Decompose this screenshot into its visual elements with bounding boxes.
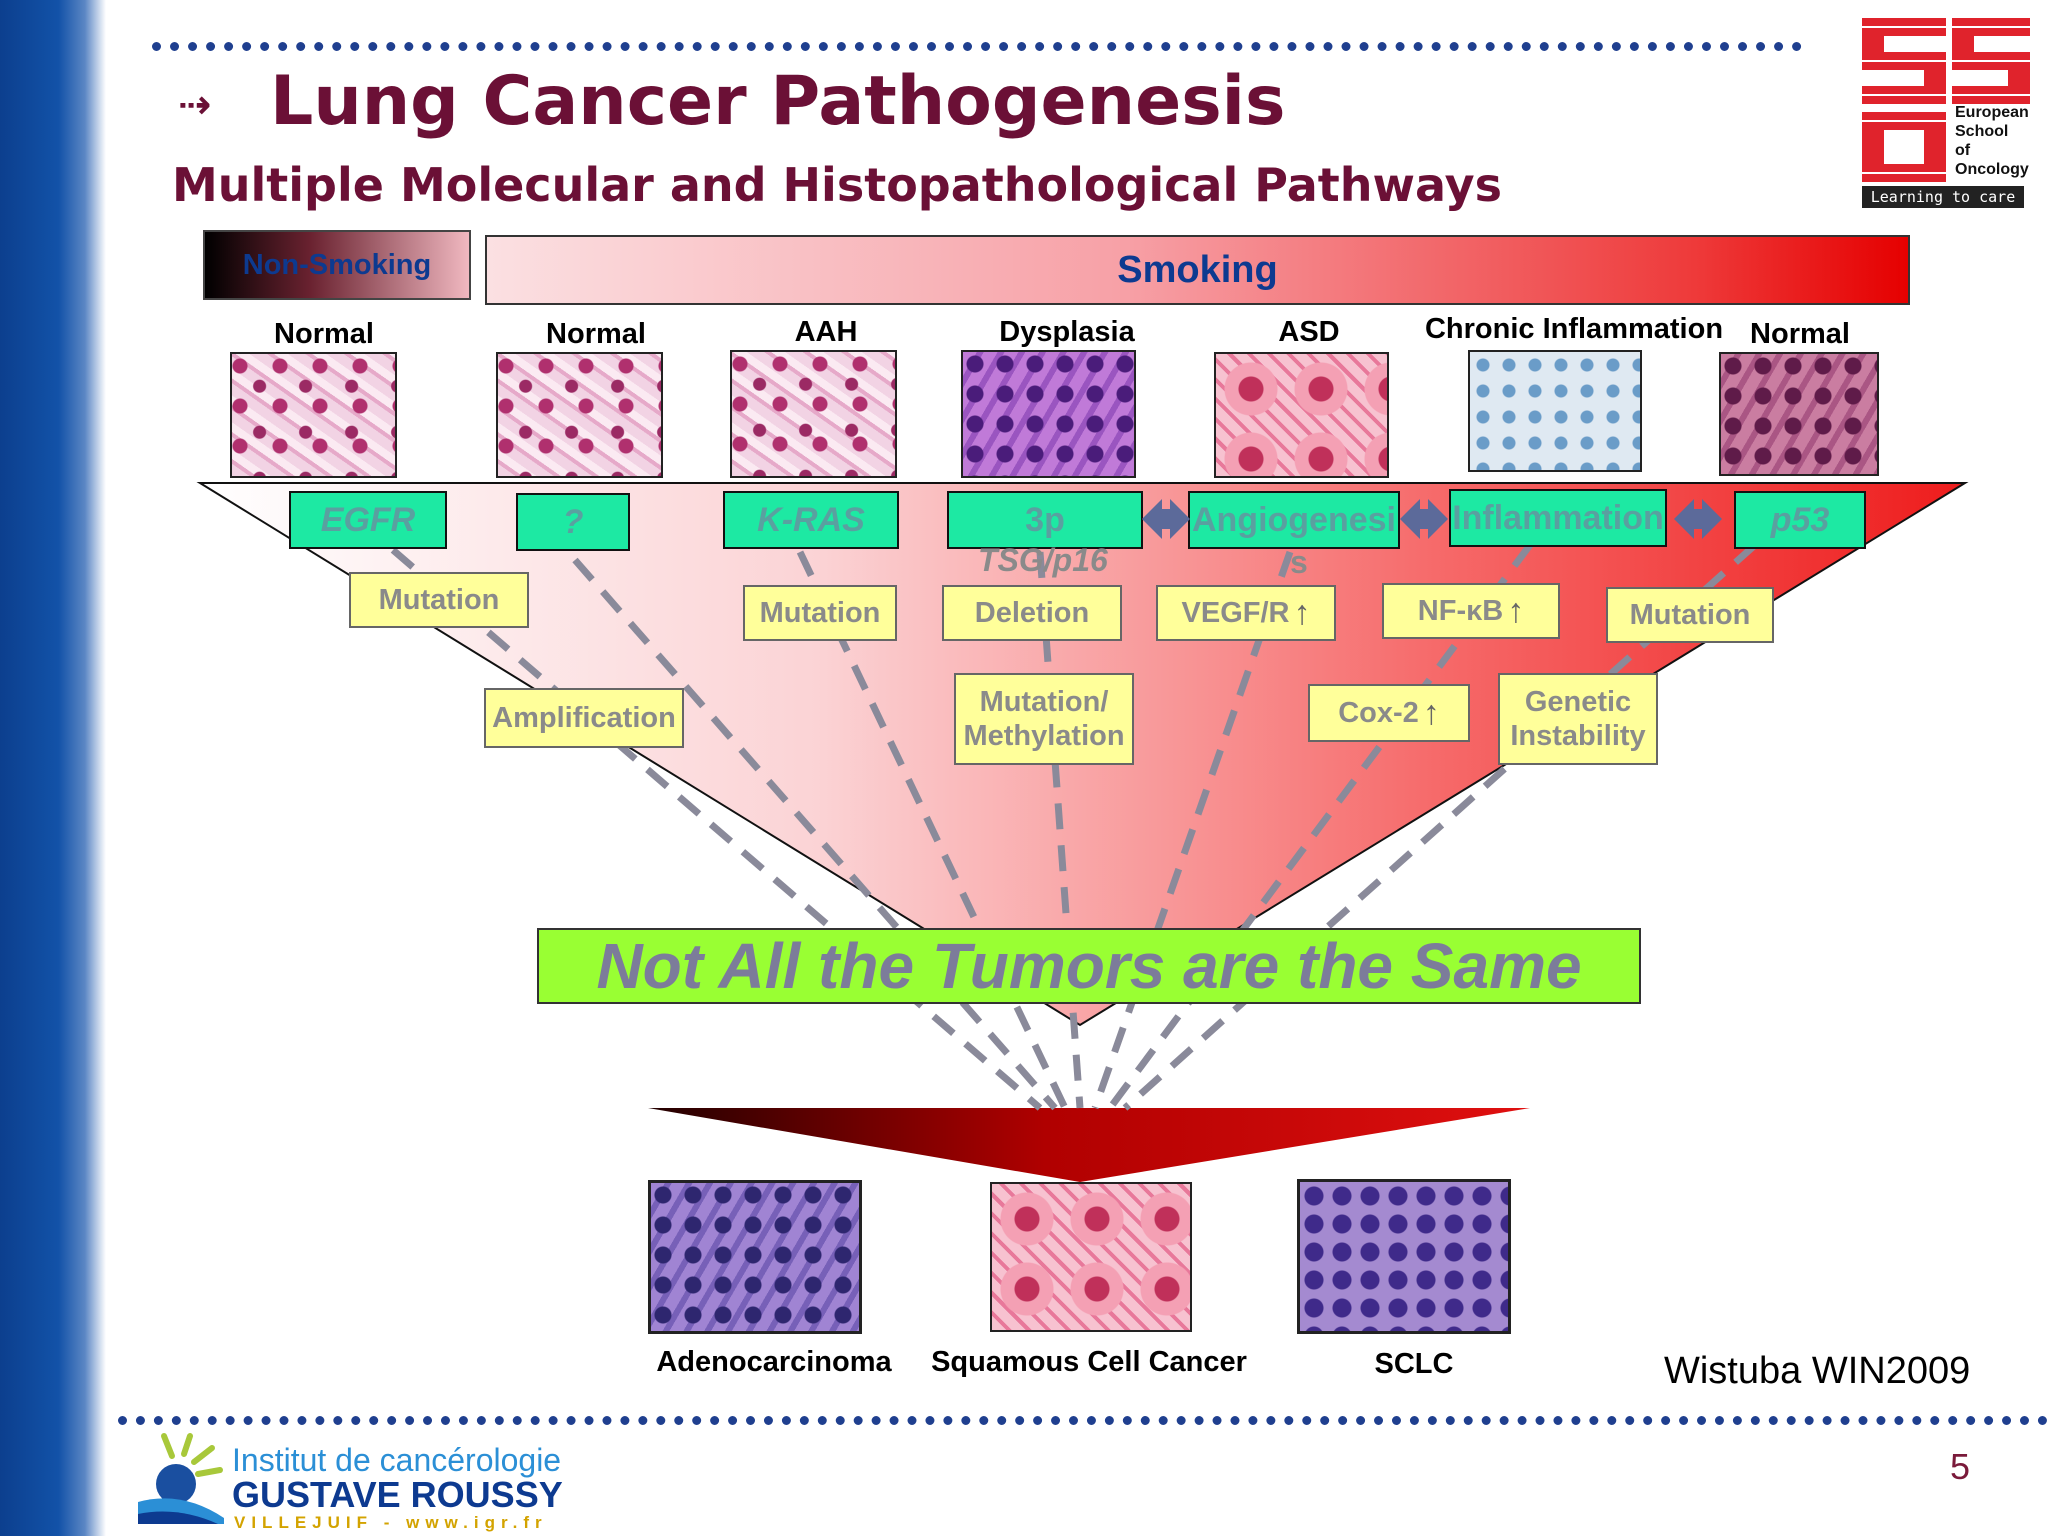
left-sidebar <box>0 0 106 1536</box>
alteration-box-vegf: VEGF/R↑ <box>1156 585 1336 641</box>
histology-image-squamous-cell-cancer <box>990 1182 1192 1332</box>
non-smoking-band: Non-Smoking <box>203 230 471 300</box>
gene-box-egfr: EGFR <box>289 491 447 549</box>
double-arrow-icon <box>1400 499 1448 539</box>
alteration-box-kras-mutation: Mutation <box>743 585 897 641</box>
gustave-roussy-logo-icon <box>138 1433 224 1524</box>
histology-image-normal <box>496 352 663 478</box>
smoking-band: Smoking <box>485 235 1910 305</box>
stage-label: Normal <box>546 318 646 350</box>
histology-image-adenocarcinoma <box>648 1180 862 1334</box>
stage-label: Normal <box>274 318 374 350</box>
gene-box-unknown: ? <box>516 493 630 551</box>
tumor-label: Adenocarcinoma <box>656 1346 892 1378</box>
stage-label: Dysplasia <box>999 316 1135 348</box>
up-arrow-icon: ↑ <box>1293 593 1311 632</box>
eso-tagline: Learning to care <box>1862 186 2024 208</box>
gene-box-p53: p53 <box>1734 491 1866 549</box>
double-arrow-icon <box>1674 499 1722 539</box>
footer-institute-url: VILLEJUIF - www.igr.fr <box>234 1513 548 1532</box>
stage-label: Chronic Inflammation <box>1424 313 1724 345</box>
gene-box-kras: K-RAS <box>723 491 899 549</box>
gene-box-inflammation: Inflammation <box>1449 489 1667 547</box>
page-number: 5 <box>1950 1446 1971 1487</box>
gene-box-angiogenesis: Angiogenesi <box>1188 491 1400 549</box>
citation: Wistuba WIN2009 <box>1664 1350 1971 1392</box>
stage-label: AAH <box>794 316 858 348</box>
angiogenesis-overflow-label: s <box>1290 544 1308 580</box>
alteration-box-amplification: Amplification <box>484 688 684 748</box>
gene-box-3p: 3p <box>947 491 1143 549</box>
footer-institute-line: Institut de cancérologie <box>232 1442 562 1478</box>
alteration-box-cox2: Cox-2↑ <box>1308 684 1470 742</box>
tumor-label: Squamous Cell Cancer <box>931 1346 1247 1378</box>
up-arrow-icon: ↑ <box>1507 591 1525 630</box>
stage-label: Normal <box>1750 318 1850 350</box>
eso-logo <box>1860 18 2032 213</box>
stage-label: ASD <box>1278 316 1340 348</box>
page-title: Lung Cancer Pathogenesis <box>270 62 1286 141</box>
histology-image-sclc <box>1297 1179 1511 1334</box>
histology-image-normal <box>1719 352 1879 476</box>
page-subtitle: Multiple Molecular and Histopathological… <box>172 158 1503 212</box>
double-arrow-icon <box>1142 499 1190 539</box>
arrow-bullet-icon: ⇢ <box>178 83 212 127</box>
alteration-box-mutation-methylation: Mutation/ Methylation <box>954 673 1134 765</box>
bottom-divider <box>118 1416 2048 1425</box>
histology-image-dysplasia <box>961 350 1136 478</box>
histology-image-asd <box>1214 352 1389 478</box>
up-arrow-icon: ↑ <box>1422 693 1440 732</box>
histology-image-aah <box>730 350 897 478</box>
tumor-funnel <box>648 1108 1530 1182</box>
alteration-box-p53-mutation: Mutation <box>1606 587 1774 643</box>
tsg-p16-label: TSG/p16 <box>978 542 1108 578</box>
alteration-box-nfkb: NF-κB↑ <box>1382 583 1560 639</box>
footer-institute-name: GUSTAVE ROUSSY <box>232 1474 563 1515</box>
histology-image-normal <box>230 352 397 478</box>
tumors-banner: Not All the Tumors are the Same <box>537 928 1641 1004</box>
alteration-box-genetic-instability: Genetic Instability <box>1498 673 1658 765</box>
alteration-box-deletion: Deletion <box>942 585 1122 641</box>
tumor-label: SCLC <box>1374 1348 1454 1380</box>
top-divider <box>152 42 1802 51</box>
eso-logo-mark-icon <box>1862 18 2030 182</box>
alteration-box-egfr-mutation: Mutation <box>349 572 529 628</box>
histology-image-chronic-inflammation <box>1468 350 1642 472</box>
